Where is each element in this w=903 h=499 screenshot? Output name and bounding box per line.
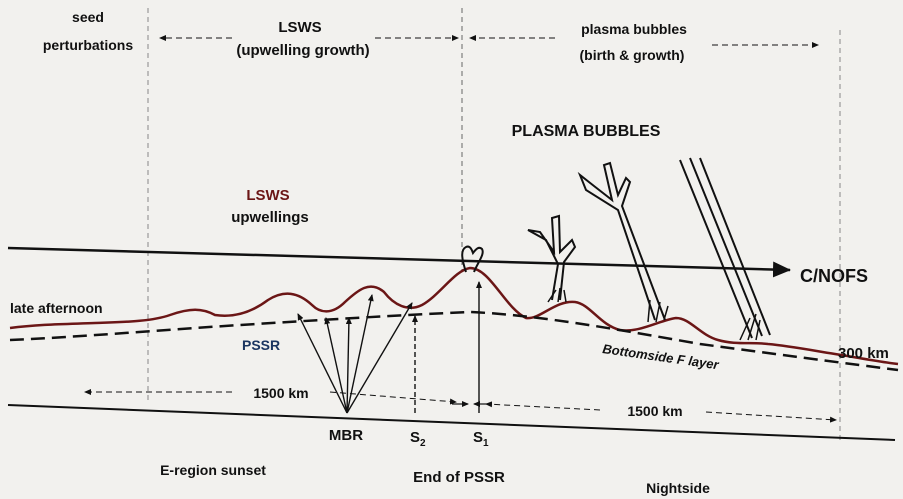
s2-label: S2 bbox=[410, 429, 426, 449]
mbr-arrow-3 bbox=[345, 317, 352, 414]
plasma-bubble-1-base bbox=[547, 287, 567, 303]
lsws-label: LSWS bbox=[246, 187, 289, 204]
mbr-arrow-5 bbox=[346, 302, 413, 414]
mbr-label: MBR bbox=[329, 427, 363, 444]
lsws-header-line2: (upwelling growth) bbox=[236, 42, 369, 59]
pssr-label: PSSR bbox=[242, 337, 280, 353]
distance-left-label: 1500 km bbox=[253, 385, 308, 401]
plasma-bubble-3 bbox=[679, 157, 771, 339]
seed-label-line1: seed bbox=[72, 9, 104, 25]
plasma-bubble-3-base bbox=[739, 313, 761, 341]
distance-arrow-right-a bbox=[485, 401, 601, 411]
ground-line bbox=[7, 404, 896, 441]
lsws-header-line1: LSWS bbox=[278, 19, 321, 36]
distance-arrow-right-b bbox=[705, 411, 837, 423]
plasma-bubble-2 bbox=[577, 161, 666, 321]
end-of-pssr-label: End of PSSR bbox=[413, 469, 505, 486]
pssr-layer bbox=[9, 310, 899, 372]
bottomside-label: Bottomside F layer bbox=[602, 341, 721, 372]
lsws-wave bbox=[9, 266, 899, 366]
s1-label: S1 bbox=[473, 429, 489, 449]
bubbles-header-line2: (birth & growth) bbox=[580, 47, 685, 63]
cnofs-orbit-line bbox=[7, 246, 791, 278]
e-region-sunset-label: E-region sunset bbox=[160, 462, 266, 478]
seed-label-line2: perturbations bbox=[43, 37, 133, 53]
seed-bubble bbox=[461, 245, 484, 273]
s1-main: S bbox=[473, 429, 483, 446]
nightside-label: Nightside bbox=[646, 480, 710, 496]
distance-right-label: 1500 km bbox=[627, 403, 682, 419]
s2-main: S bbox=[410, 429, 420, 446]
altitude-label: 300 km bbox=[838, 345, 889, 362]
mbr-arrow-4 bbox=[346, 294, 374, 414]
mbr-arrow-1 bbox=[297, 313, 348, 414]
late-afternoon-label: late afternoon bbox=[10, 300, 103, 316]
distance-arrow-left-b bbox=[329, 391, 457, 405]
s1-subscript: 1 bbox=[483, 438, 489, 449]
plasma-bubble-2-base bbox=[647, 299, 669, 323]
upwellings-label: upwellings bbox=[231, 209, 309, 226]
bubbles-header-line1: plasma bubbles bbox=[581, 21, 687, 37]
s2-subscript: 2 bbox=[420, 438, 426, 449]
plasma-bubble-1 bbox=[527, 214, 577, 301]
mbr-arrow-2 bbox=[324, 317, 348, 414]
plasma-bubbles-label: PLASMA BUBBLES bbox=[512, 123, 661, 140]
cnofs-label: C/NOFS bbox=[800, 266, 868, 286]
